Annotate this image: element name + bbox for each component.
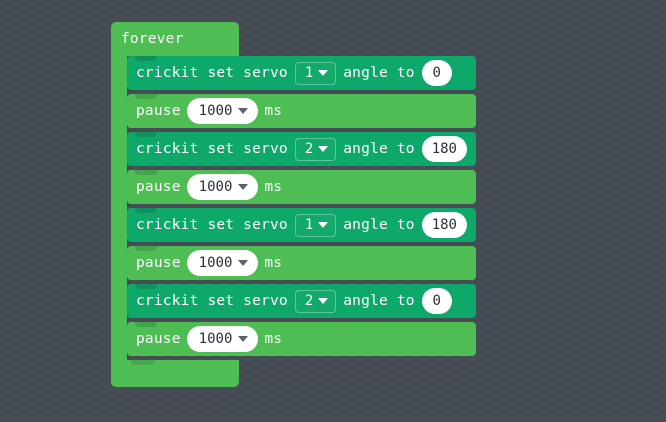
chevron-down-icon	[238, 184, 249, 190]
block-label-prefix: crickit set servo	[136, 293, 288, 309]
forever-block-footer[interactable]	[111, 360, 239, 387]
servo-number-dropdown[interactable]: 1	[294, 213, 337, 237]
pause-duration-dropdown[interactable]: 1000	[186, 174, 259, 200]
crickit-set-servo-block[interactable]: crickit set servo 2 angle to 0	[127, 284, 476, 318]
block-label-prefix: crickit set servo	[136, 217, 288, 233]
forever-block-label: forever	[121, 31, 184, 47]
pause-duration-dropdown[interactable]: 1000	[186, 98, 259, 124]
block-label-ms: ms	[264, 103, 283, 119]
angle-value: 0	[432, 293, 441, 309]
forever-block-header[interactable]: forever	[111, 22, 239, 56]
crickit-set-servo-block[interactable]: crickit set servo 2 angle to 180	[127, 132, 476, 166]
chevron-down-icon	[238, 108, 249, 114]
servo-number-dropdown[interactable]: 2	[294, 137, 337, 161]
forever-block-body-stack: crickit set servo 1 angle to 0 pause 100…	[127, 56, 476, 360]
block-label-angle-to: angle to	[343, 217, 415, 233]
pause-block[interactable]: pause 1000 ms	[127, 170, 476, 204]
servo-number-dropdown[interactable]: 1	[294, 61, 337, 85]
block-label-ms: ms	[264, 179, 283, 195]
pause-block[interactable]: pause 1000 ms	[127, 94, 476, 128]
chevron-down-icon	[238, 260, 249, 266]
pause-duration-dropdown[interactable]: 1000	[186, 326, 259, 352]
forever-loop-block[interactable]: forever crickit set servo 1 angle to 0 p…	[111, 22, 476, 387]
servo-number-value: 1	[304, 217, 314, 233]
angle-value-field[interactable]: 0	[421, 60, 452, 86]
block-label-pause: pause	[136, 103, 181, 119]
block-label-pause: pause	[136, 331, 181, 347]
angle-value: 180	[431, 141, 457, 157]
servo-number-dropdown[interactable]: 2	[294, 289, 337, 313]
block-label-prefix: crickit set servo	[136, 65, 288, 81]
pause-duration-value: 1000	[198, 179, 233, 195]
pause-duration-value: 1000	[198, 103, 233, 119]
block-connector-notch	[131, 360, 155, 365]
pause-duration-value: 1000	[198, 331, 233, 347]
crickit-set-servo-block[interactable]: crickit set servo 1 angle to 180	[127, 208, 476, 242]
chevron-down-icon	[318, 70, 329, 76]
servo-number-value: 2	[304, 141, 314, 157]
angle-value: 0	[432, 65, 441, 81]
angle-value: 180	[431, 217, 457, 233]
chevron-down-icon	[318, 222, 329, 228]
chevron-down-icon	[318, 298, 329, 304]
chevron-down-icon	[238, 336, 249, 342]
angle-value-field[interactable]: 180	[421, 136, 467, 162]
forever-block-left-spine	[111, 56, 127, 360]
block-label-pause: pause	[136, 255, 181, 271]
angle-value-field[interactable]: 180	[421, 212, 467, 238]
block-label-ms: ms	[264, 255, 283, 271]
block-label-pause: pause	[136, 179, 181, 195]
pause-block[interactable]: pause 1000 ms	[127, 322, 476, 356]
pause-duration-dropdown[interactable]: 1000	[186, 250, 259, 276]
servo-number-value: 2	[304, 293, 314, 309]
pause-block[interactable]: pause 1000 ms	[127, 246, 476, 280]
chevron-down-icon	[318, 146, 329, 152]
pause-duration-value: 1000	[198, 255, 233, 271]
block-label-ms: ms	[264, 331, 283, 347]
angle-value-field[interactable]: 0	[421, 288, 452, 314]
crickit-set-servo-block[interactable]: crickit set servo 1 angle to 0	[127, 56, 476, 90]
block-label-angle-to: angle to	[343, 65, 415, 81]
servo-number-value: 1	[304, 65, 314, 81]
block-label-angle-to: angle to	[343, 141, 415, 157]
block-label-prefix: crickit set servo	[136, 141, 288, 157]
block-label-angle-to: angle to	[343, 293, 415, 309]
